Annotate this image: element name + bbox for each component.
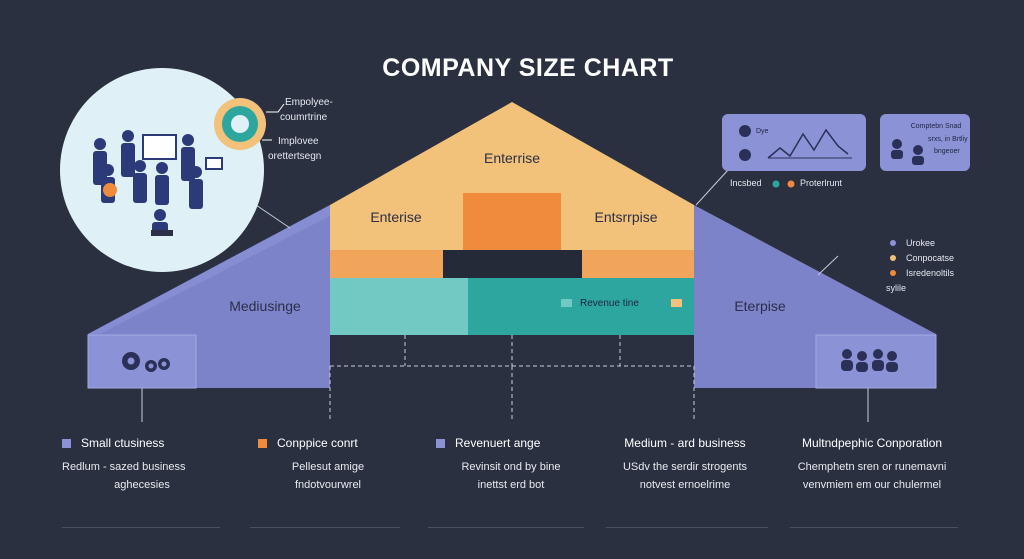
- column-text-1: Revinsit ond by bine: [461, 461, 561, 473]
- column-text-1: Chemphetn sren or runemavni: [797, 461, 947, 473]
- callout-line-2: coumrtrine: [280, 112, 328, 123]
- column-text-2: aghecesies: [114, 479, 170, 491]
- divider: [250, 527, 400, 528]
- column-corporation: Multndpephic Conporation Chemphetn sren …: [780, 436, 964, 494]
- callout-line-1: Empolyee-: [285, 97, 333, 108]
- column-title: Small ctusiness: [62, 436, 222, 450]
- column-title: Multndpephic Conporation: [801, 436, 943, 450]
- divider: [790, 527, 958, 528]
- column-small-business: Small ctusiness Redlum - sazed business …: [62, 436, 222, 494]
- column-revenue-range: Revenuert ange Revinsit ond by bine inet…: [436, 436, 586, 494]
- column-title: Medium - ard business: [624, 436, 746, 450]
- divider: [606, 527, 768, 528]
- legend-square-icon: [258, 439, 267, 449]
- right-legend-extra: sylile: [886, 283, 907, 293]
- left-bottom-box: [87, 334, 197, 389]
- callout-line-3: Implovee: [278, 136, 319, 147]
- legend-square-icon: [62, 439, 71, 449]
- info-card-line-1: Comptebn Snad: [910, 123, 962, 130]
- left-orange-strip: [330, 250, 443, 278]
- gear-icon: [103, 183, 117, 197]
- center-orange-block: [463, 193, 561, 250]
- line-chart-card: [722, 114, 866, 171]
- chart-title: COMPANY SIZE CHART: [382, 54, 674, 82]
- column-text-2: inettst erd bot: [477, 479, 545, 491]
- legend-dot-icon: [890, 240, 896, 246]
- info-card-line-3: bngeoer: [934, 148, 960, 155]
- dashed-connectors: [329, 335, 695, 420]
- revenue-legend-teal: [561, 299, 572, 307]
- column-title: Revenuert ange: [436, 436, 586, 450]
- top-card-legend-a: Incsbed: [730, 178, 762, 188]
- column-text-1: Redlum - sazed business: [62, 461, 186, 473]
- monitor-icon: [142, 134, 177, 160]
- right-orange-strip: [582, 250, 694, 278]
- column-text-1: USdv the serdir strogents: [622, 461, 748, 473]
- teal-light-block: [330, 278, 468, 335]
- left-upper-label: Enterise: [370, 209, 422, 225]
- right-wing-label: Eterpise: [734, 298, 786, 314]
- info-card-line-2: srxs, in Brtliy: [928, 136, 968, 143]
- revenue-label: Revenue tine: [580, 298, 639, 309]
- right-legend: Urokee Conpocatse Isredenoltils sylile: [886, 236, 954, 296]
- divider: [428, 527, 584, 528]
- column-title: Conppice conrt: [258, 436, 398, 450]
- divider: [62, 527, 220, 528]
- revenue-legend-peach: [671, 299, 682, 307]
- roof: [330, 102, 694, 205]
- right-legend-item: Isredenoltils: [890, 266, 954, 281]
- left-wing-label: Mediusinge: [229, 298, 301, 314]
- column-text-1: Pellesut amige: [291, 461, 365, 473]
- gears-icon: [122, 352, 170, 372]
- column-compliance: Conppice conrt Pellesut amige fndotvourw…: [258, 436, 398, 494]
- legend-dot-icon: [890, 270, 896, 276]
- teal-block: [468, 278, 694, 335]
- roof-label: Enterrise: [483, 150, 541, 166]
- solid-connectors: [141, 169, 869, 422]
- legend-square-icon: [436, 439, 445, 449]
- team-icon: [841, 349, 898, 372]
- center-dark-strip: [443, 250, 582, 278]
- right-upper-label: Entsrrpise: [594, 209, 658, 225]
- column-medium-business: Medium - ard business USdv the serdir st…: [605, 436, 765, 494]
- column-text-2: venvmiem em our chulermel: [802, 479, 942, 491]
- right-legend-item: Urokee: [890, 236, 954, 251]
- mini-chart-label: Dye: [756, 128, 769, 135]
- legend-dot-icon: [890, 255, 896, 261]
- column-text-2: fndotvourwrel: [294, 479, 362, 491]
- top-card-legend-b: Proterlrunt: [800, 178, 843, 188]
- mini-line-chart: [767, 128, 849, 159]
- callout-line-4: orettertsegn: [268, 151, 322, 162]
- right-legend-item: Conpocatse: [890, 251, 954, 266]
- column-text-2: notvest ernoelrime: [639, 479, 731, 491]
